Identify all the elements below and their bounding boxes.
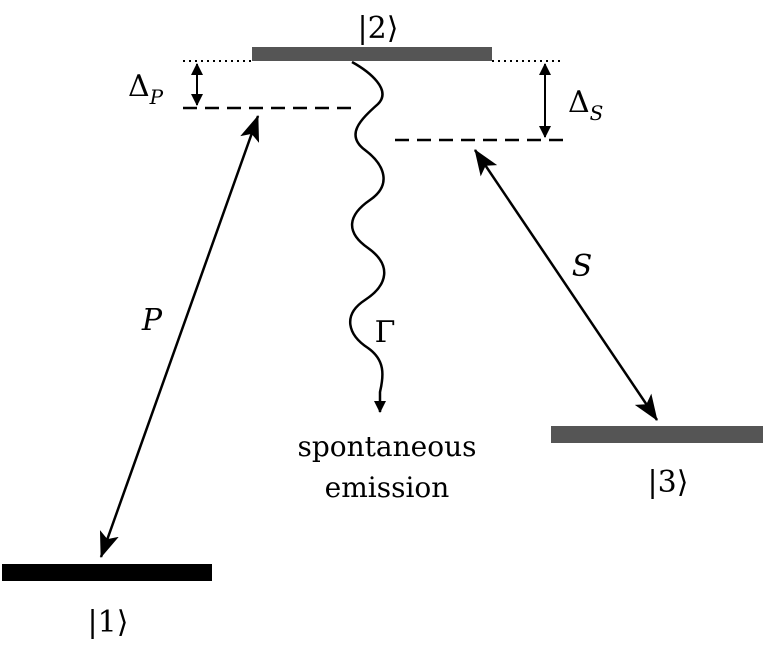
level-1-label: |1⟩ [88, 605, 129, 640]
stokes-label: S [572, 249, 593, 284]
pump-transition-arrow [99, 115, 260, 558]
level-3-bar [551, 426, 763, 443]
level-3-label: |3⟩ [648, 465, 689, 500]
level-2-label: |2⟩ [358, 11, 399, 46]
level-1-bar [2, 564, 212, 581]
emission-caption-line1: spontaneous [298, 430, 477, 463]
pump-label: P [141, 303, 163, 338]
detuning-pump-label: ΔP [128, 69, 164, 109]
level-2-bar [252, 47, 492, 61]
detuning-stokes-label: ΔS [568, 85, 603, 125]
decay-rate-label: Γ [375, 315, 396, 350]
emission-caption-line2: emission [325, 471, 450, 504]
stokes-transition-arrow [473, 149, 659, 421]
spontaneous-emission-wave [348, 60, 386, 413]
